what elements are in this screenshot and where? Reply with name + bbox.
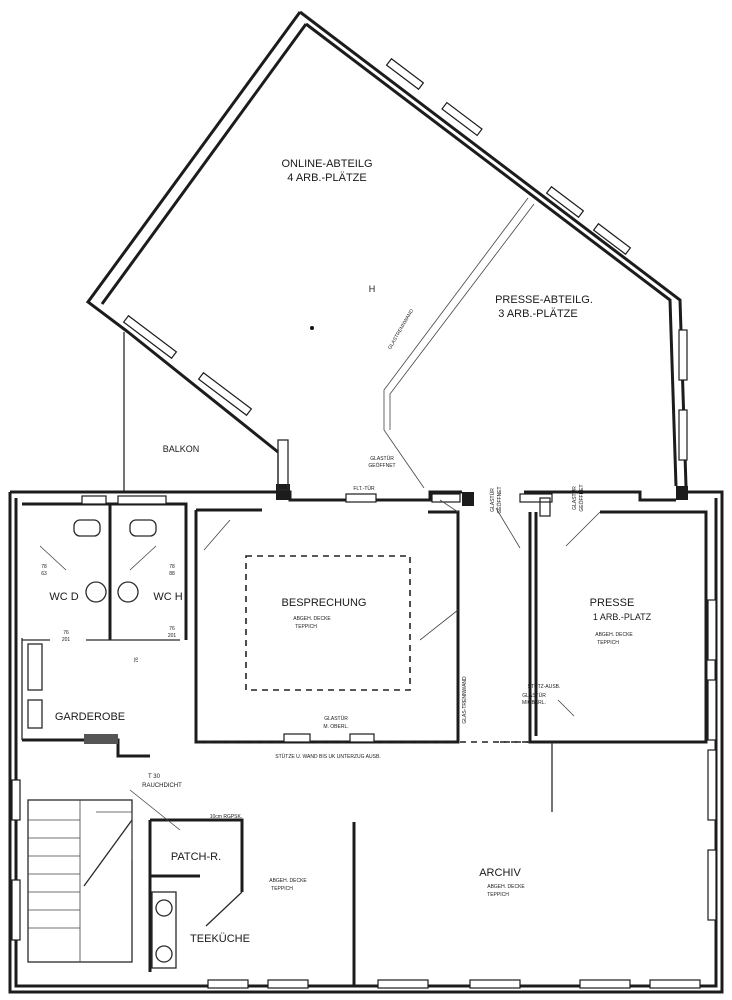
door-78-63-a: 78 [41, 564, 47, 570]
stuetz-ausb-1: STÜTZ-AUSB. [528, 683, 561, 690]
center-dot [310, 326, 314, 330]
door-mark-small: 76 [134, 657, 140, 663]
columns [84, 439, 688, 744]
besprechung-label: BESPRECHUNG [282, 597, 367, 609]
presse-label: PRESSE [590, 597, 635, 609]
flt-tur: FLT.-TÜR [353, 485, 375, 492]
archiv-ceiling: ABGEH. DECKE [487, 884, 525, 890]
staircase [27, 799, 133, 963]
patch-label: PATCH-R. [171, 851, 221, 863]
door-76-201-a: 76 [63, 630, 69, 636]
presse-workplace: 1 ARB.-PLATZ [593, 612, 652, 622]
wc-d-label: WC D [49, 591, 78, 603]
door-78-63-b: 63 [41, 571, 47, 577]
glastuer-oberl-1: GLASTÜR [324, 715, 348, 722]
door-76-201b-b: 201 [168, 633, 177, 639]
stuetz-ausb-2: GLASTÜR [522, 692, 546, 699]
door-78-88-b: 88 [169, 571, 175, 577]
glastrennwand-diag: GLASTRENNWAND [387, 308, 415, 351]
rgpsk-note: 10cm RGPSK. [210, 814, 243, 820]
t30-line2: RAUCHDICHT [142, 783, 182, 789]
glastuer-right-1: GLASTÜR [571, 486, 578, 510]
upper-wing-walls [85, 10, 688, 492]
glastuer-left-1: GLASTÜR [370, 455, 394, 462]
door-76-201-b: 201 [62, 637, 71, 643]
teekueche-label: TEEKÜCHE [190, 933, 250, 945]
door-78-88-a: 78 [169, 564, 175, 570]
patch-ceiling: ABGEH. DECKE [269, 878, 307, 884]
garderobe-label: GARDEROBE [55, 711, 125, 723]
besprechung-floor: TEPPICH [295, 624, 317, 630]
glastuer-mid-2: GEÖFFNET [496, 486, 503, 513]
presse-abteilung-line2: 3 ARB.-PLÄTZE [498, 308, 577, 320]
stuetze-wand-note: STÜTZE U. WAND BIS UK UNTERZUG AUSB. [275, 753, 380, 760]
archiv-label: ARCHIV [479, 867, 521, 879]
upper-wing-windows [122, 57, 688, 461]
mark-h: H [369, 284, 376, 294]
presse-abteilung-line1: PRESSE-ABTEILG. [495, 294, 593, 306]
meeting-table-outline [245, 555, 411, 691]
door-76-201b-a: 76 [169, 626, 175, 632]
presse-ceiling: ABGEH. DECKE [595, 632, 633, 638]
main-windows [11, 493, 717, 989]
wc-h-label: WC H [153, 591, 182, 603]
t30-line1: T 30 [148, 774, 161, 780]
glastuer-right-2: GEÖFFNET [578, 484, 585, 511]
balkon-label: BALKON [163, 444, 200, 454]
besprechung-ceiling: ABGEH. DECKE [293, 616, 331, 622]
main-walls [8, 490, 724, 994]
glas-trennwand: GLAS-TRENNWAND [462, 676, 468, 724]
online-line2: 4 ARB.-PLÄTZE [287, 172, 366, 184]
glastuer-mid-1: GLASTÜR [489, 488, 496, 512]
sanitary-fixtures [27, 519, 177, 969]
presse-floor: TEPPICH [597, 640, 619, 646]
patch-floor: TEPPICH [271, 886, 293, 892]
glastuer-left-2: GEÖFFNET [368, 462, 395, 469]
online-line1: ONLINE-ABTEILG [281, 158, 372, 170]
archiv-floor: TEPPICH [487, 892, 509, 898]
stuetz-ausb-3: MIOBERL. [522, 700, 546, 706]
door-swings [39, 499, 601, 831]
glastuer-oberl-2: M. OBERL. [323, 724, 348, 730]
